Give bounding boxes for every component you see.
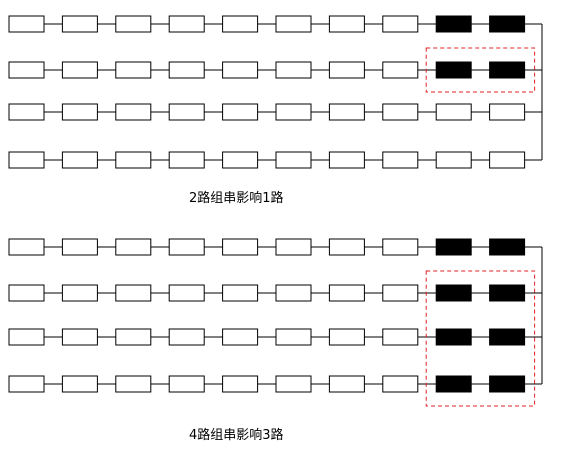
pv-module bbox=[382, 15, 419, 33]
pv-module bbox=[8, 284, 45, 302]
caption-four-strings: 4路组串影响3路 bbox=[189, 428, 284, 443]
pv-module bbox=[222, 151, 259, 169]
pv-module bbox=[275, 151, 312, 169]
pv-module bbox=[275, 284, 312, 302]
pv-module bbox=[275, 61, 312, 79]
shaded-pv-module bbox=[489, 328, 526, 346]
shaded-pv-module bbox=[435, 284, 472, 302]
pv-module bbox=[115, 103, 152, 121]
pv-module bbox=[489, 103, 526, 121]
pv-module bbox=[275, 15, 312, 33]
pv-module bbox=[61, 61, 98, 79]
pv-module bbox=[222, 238, 259, 256]
pv-module bbox=[61, 103, 98, 121]
pv-module bbox=[115, 284, 152, 302]
pv-module bbox=[328, 284, 365, 302]
pv-module bbox=[168, 238, 205, 256]
pv-module bbox=[222, 15, 259, 33]
pv-module bbox=[435, 151, 472, 169]
pv-module bbox=[8, 328, 45, 346]
pv-module bbox=[275, 238, 312, 256]
pv-module bbox=[61, 284, 98, 302]
pv-module bbox=[115, 15, 152, 33]
pv-module bbox=[168, 61, 205, 79]
pv-module bbox=[382, 284, 419, 302]
pv-module bbox=[61, 151, 98, 169]
pv-module bbox=[8, 61, 45, 79]
shaded-pv-module bbox=[489, 238, 526, 256]
pv-module bbox=[382, 328, 419, 346]
pv-module bbox=[435, 103, 472, 121]
pv-module bbox=[61, 15, 98, 33]
pv-module bbox=[222, 103, 259, 121]
shaded-pv-module bbox=[435, 61, 472, 79]
pv-module bbox=[222, 375, 259, 393]
pv-module bbox=[275, 375, 312, 393]
shaded-pv-module bbox=[489, 15, 526, 33]
pv-module bbox=[382, 238, 419, 256]
pv-module bbox=[61, 375, 98, 393]
pv-module bbox=[328, 103, 365, 121]
pv-module bbox=[489, 151, 526, 169]
pv-module bbox=[222, 61, 259, 79]
pv-module bbox=[382, 103, 419, 121]
shaded-pv-module bbox=[435, 238, 472, 256]
shaded-pv-module bbox=[489, 284, 526, 302]
pv-module bbox=[168, 375, 205, 393]
shaded-pv-module bbox=[435, 375, 472, 393]
pv-module bbox=[222, 284, 259, 302]
pv-module bbox=[328, 238, 365, 256]
pv-module bbox=[222, 328, 259, 346]
pv-module bbox=[382, 151, 419, 169]
pv-module bbox=[328, 15, 365, 33]
shaded-pv-module bbox=[435, 328, 472, 346]
pv-module bbox=[115, 238, 152, 256]
pv-module bbox=[382, 61, 419, 79]
pv-module bbox=[328, 375, 365, 393]
pv-module bbox=[8, 103, 45, 121]
affected-area-highlight bbox=[425, 47, 536, 93]
pv-module bbox=[8, 238, 45, 256]
pv-module bbox=[168, 284, 205, 302]
pv-module bbox=[61, 238, 98, 256]
pv-module bbox=[275, 103, 312, 121]
pv-module bbox=[328, 328, 365, 346]
pv-module bbox=[168, 15, 205, 33]
pv-module bbox=[168, 151, 205, 169]
shaded-pv-module bbox=[489, 61, 526, 79]
pv-module bbox=[61, 328, 98, 346]
pv-module bbox=[168, 328, 205, 346]
pv-module bbox=[115, 151, 152, 169]
pv-module bbox=[168, 103, 205, 121]
pv-module bbox=[382, 375, 419, 393]
shaded-pv-module bbox=[435, 15, 472, 33]
pv-module bbox=[115, 328, 152, 346]
shaded-pv-module bbox=[489, 375, 526, 393]
caption-two-strings: 2路组串影响1路 bbox=[189, 191, 284, 206]
pv-module bbox=[8, 151, 45, 169]
pv-module bbox=[328, 151, 365, 169]
pv-module bbox=[115, 61, 152, 79]
pv-module bbox=[275, 328, 312, 346]
pv-module bbox=[115, 375, 152, 393]
pv-module bbox=[8, 15, 45, 33]
affected-area-highlight bbox=[425, 270, 536, 407]
pv-module bbox=[328, 61, 365, 79]
pv-module bbox=[8, 375, 45, 393]
